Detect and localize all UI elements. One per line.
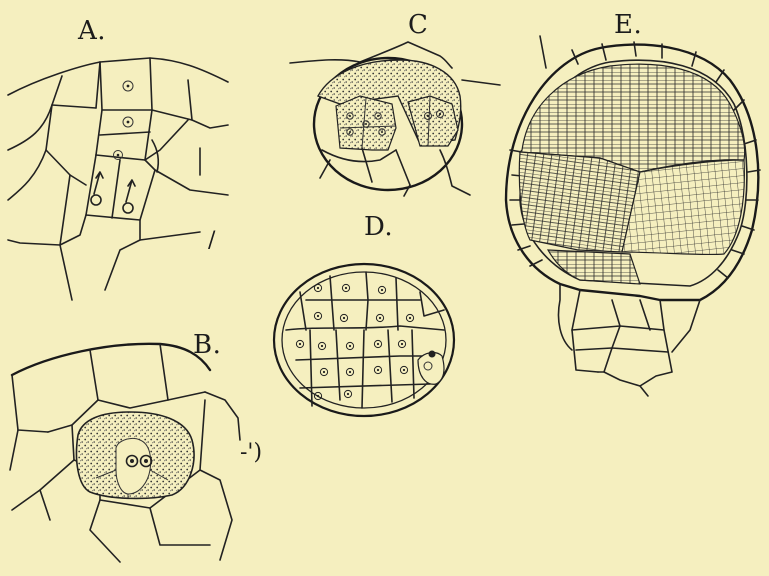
figure-c-drawing <box>290 42 500 196</box>
figure-b-drawing <box>10 344 240 562</box>
figure-d-drawing <box>274 264 454 416</box>
figure-e-drawing <box>506 36 760 396</box>
figure-a-drawing <box>8 58 228 300</box>
